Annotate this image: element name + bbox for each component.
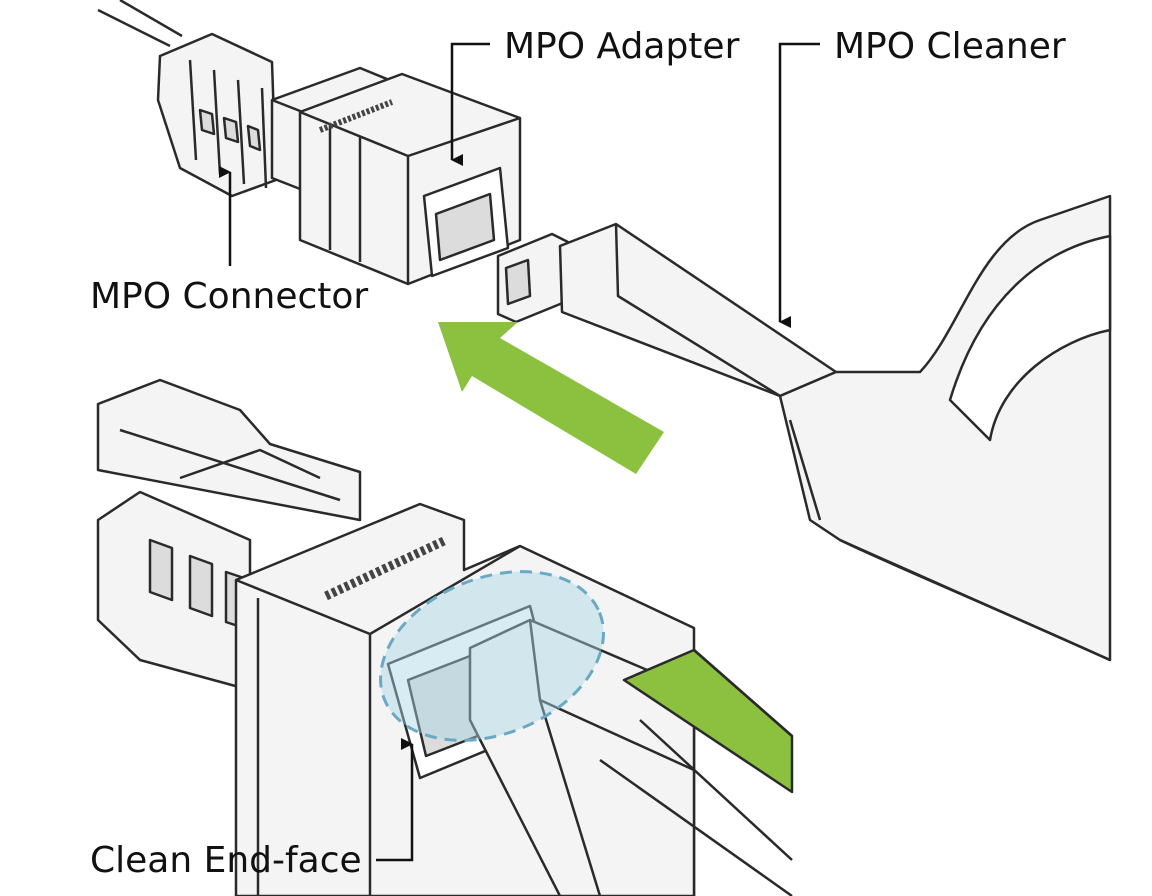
cleaner-callout-line xyxy=(778,42,820,328)
green-arrow-icon xyxy=(438,322,664,474)
mpo-cleaner-tool xyxy=(496,194,1112,662)
callout-lines xyxy=(219,42,820,862)
mpo-adapter-label: MPO Adapter xyxy=(504,26,740,67)
top-connector-assembly xyxy=(97,0,522,286)
endface-callout-line xyxy=(376,738,414,862)
bottom-connector-assembly xyxy=(96,378,794,896)
adapter-brand-mark xyxy=(318,99,394,133)
cleaner-shaft xyxy=(558,222,838,398)
mpo-connector-label: MPO Connector xyxy=(90,276,368,317)
connector-brand-mark xyxy=(324,535,448,601)
adapter-callout-line xyxy=(450,42,490,166)
top-cable xyxy=(97,0,183,48)
mpo-cleaner-label: MPO Cleaner xyxy=(834,26,1066,67)
endface-highlight xyxy=(379,570,605,742)
clean-end-face-label: Clean End-face xyxy=(90,840,362,881)
